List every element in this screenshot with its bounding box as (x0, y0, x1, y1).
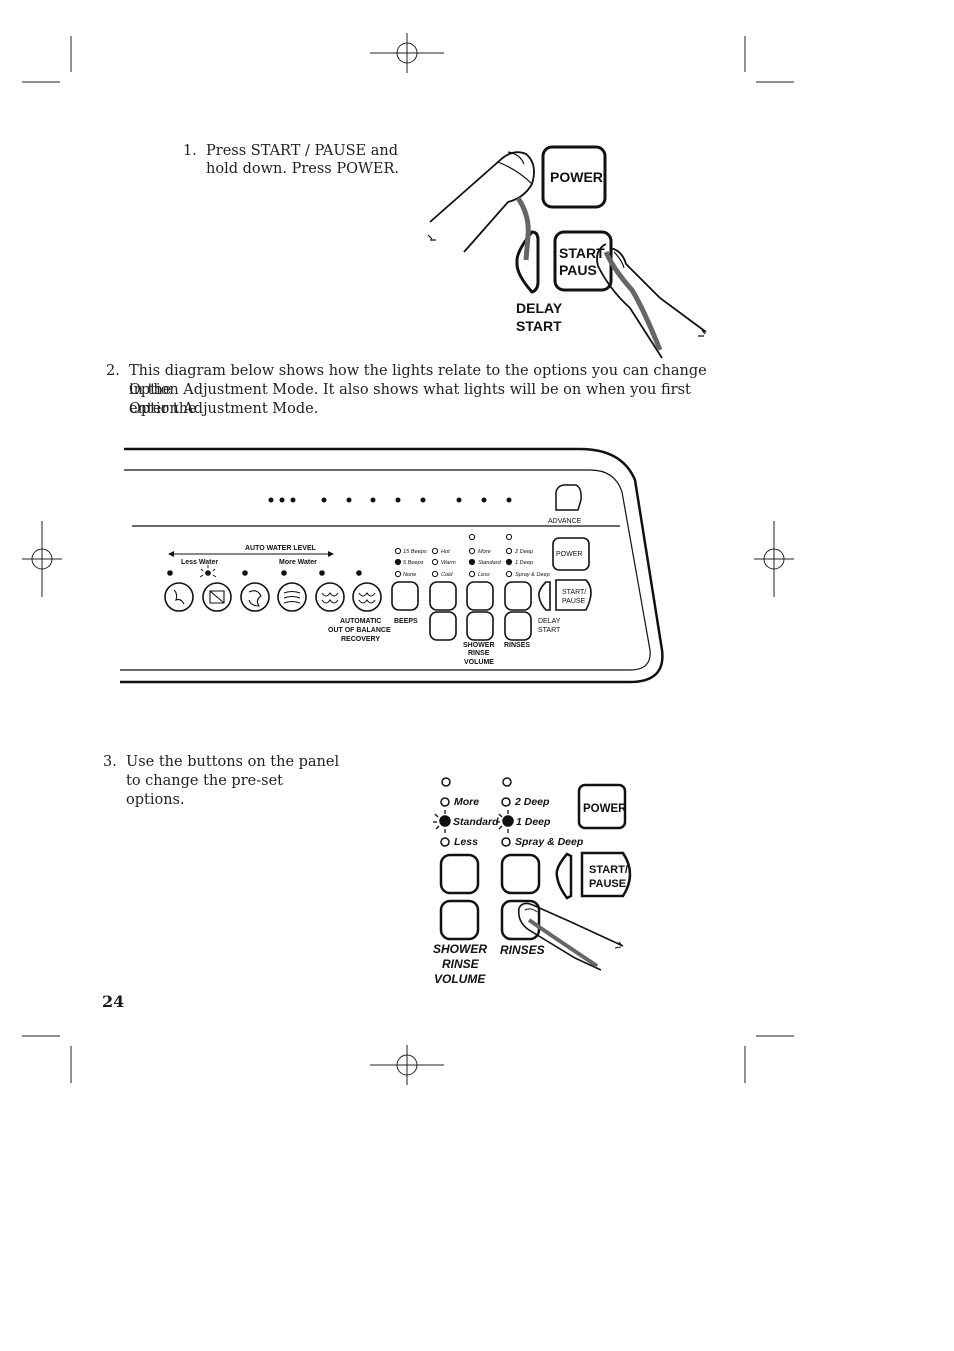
panel-delay-label-1: DELAY (538, 618, 561, 625)
ill3-shower-label-1: SHOWER (433, 942, 487, 956)
step-3-line-2: to change the pre-set options. (126, 773, 283, 808)
registration-mark-left (22, 521, 62, 597)
panel-delay-label-2: START (538, 627, 561, 634)
finger-on-power-icon (427, 151, 535, 261)
panel-start-label-2: PAUSE (562, 598, 586, 605)
start-label-2: PAUS (559, 262, 597, 278)
registration-mark-right (754, 521, 794, 597)
auto-water-level-label: AUTO WATER LEVEL (245, 545, 317, 552)
step-1-line-2: hold down. Press POWER. (206, 161, 399, 177)
shower-option-3: Less (478, 572, 490, 578)
finger-on-start-icon (596, 243, 707, 359)
ill3-start-label-1: START/ (589, 864, 628, 876)
advance-button-drawing (555, 484, 582, 511)
delay-label-2: START (516, 318, 562, 334)
panel-power-button (552, 537, 590, 571)
ill3-shower-option-2: Standard (453, 816, 499, 828)
beeps-option-3: None (403, 572, 416, 578)
ill3-shower-label-3: VOLUME (434, 972, 486, 986)
step-2-line-1: This diagram below shows how the lights … (129, 363, 707, 398)
power-button-drawing (541, 145, 607, 209)
ill3-rinse-option-3: Spray & Deep (515, 836, 584, 848)
rinse-option-3: Spray & Deep (515, 572, 550, 578)
water-level-buttons (164, 582, 382, 612)
step-3: 3. Use the buttons on the panel to chang… (103, 753, 343, 808)
option-buttons (391, 581, 532, 641)
auto-label-3: RECOVERY (341, 636, 380, 643)
step-3-number: 3. (103, 754, 117, 770)
more-water-label: More Water (279, 559, 317, 566)
delay-start-button-drawing (515, 230, 540, 294)
step-1-number: 1. (183, 143, 197, 159)
panel-delay-button (538, 581, 551, 611)
step-2-number: 2. (106, 363, 120, 379)
panel-start-button (555, 579, 592, 611)
power-label: POWER (550, 169, 603, 185)
step-1-line-1: Press START / PAUSE and (206, 143, 398, 159)
beeps-option-2: 5 Beeps (403, 560, 424, 566)
illustration-change-options: More Standard Less 2 Deep 1 Deep Spray &… (433, 777, 632, 986)
ill3-power-button (577, 783, 627, 830)
ill3-rinse-button-lower (500, 899, 541, 941)
start-label-1: START (559, 245, 605, 261)
step-2-line-3: Option Adjustment Mode. (129, 401, 319, 417)
ill3-delay-button (555, 852, 573, 900)
water-level-lit-rays (199, 565, 217, 578)
rinse-option-2: 1 Deep (515, 560, 533, 566)
water-level-lights (167, 570, 362, 576)
registration-mark-top (370, 33, 444, 73)
display-indicators (268, 497, 512, 503)
rinse-option-1: 2 Deep (514, 549, 533, 555)
advance-label: ADVANCE (548, 518, 582, 525)
panel-start-label-1: START/ (562, 589, 586, 596)
temp-option-2: Warm (441, 560, 456, 566)
ill3-shower-label-2: RINSE (442, 957, 480, 971)
ill3-start-button (580, 851, 632, 898)
beeps-option-1: 15 Beeps (403, 549, 427, 555)
step-2-line-2: Option Adjustment Mode. It also shows wh… (129, 382, 691, 417)
shower-option-2: Standard (478, 560, 502, 566)
ill3-rinse-button (500, 853, 541, 895)
ill3-shower-button-lower (439, 899, 480, 941)
ill3-shower-option-1: More (454, 796, 479, 808)
ill3-rinses-label: RINSES (500, 943, 545, 957)
step-2: 2. This diagram below shows how the ligh… (106, 362, 716, 420)
ill3-rinse-option-2: 1 Deep (516, 816, 551, 828)
control-panel-diagram: ADVANCE AUTO WATER LEVEL Less Water More… (120, 447, 664, 684)
rinses-label: RINSES (504, 642, 530, 649)
shower-option-1: More (478, 549, 491, 555)
page-number: 24 (102, 992, 125, 1011)
start-pause-button-drawing (553, 230, 613, 292)
temp-option-3: Cold (441, 572, 453, 578)
shower-label-1: SHOWER (463, 642, 495, 649)
step-3-line-1: Use the buttons on the panel (126, 754, 340, 770)
ill3-start-label-2: PAUSE (589, 878, 626, 890)
beeps-label: BEEPS (394, 618, 418, 625)
shower-label-2: RINSE (468, 650, 490, 657)
registration-mark-bottom (370, 1045, 444, 1085)
illustration-press-start-power: POWER START PAUS DELAY START (427, 145, 707, 359)
panel-outline (120, 447, 664, 684)
step-1: 1. Press START / PAUSE and hold down. Pr… (183, 142, 403, 182)
ill3-shower-button (439, 853, 480, 895)
temp-option-1: Hot (441, 549, 450, 555)
ill3-power-label: POWER (583, 803, 627, 815)
less-water-label: Less Water (181, 559, 218, 566)
ill3-rinse-option-1: 2 Deep (514, 796, 550, 808)
finger-on-rinses-icon (517, 902, 624, 971)
delay-label-1: DELAY (516, 300, 563, 316)
shower-label-3: VOLUME (464, 659, 494, 666)
ill3-shower-option-3: Less (454, 836, 478, 848)
auto-label-1: AUTOMATIC (340, 618, 381, 625)
panel-power-label: POWER (556, 551, 582, 558)
auto-label-2: OUT OF BALANCE (328, 627, 391, 634)
